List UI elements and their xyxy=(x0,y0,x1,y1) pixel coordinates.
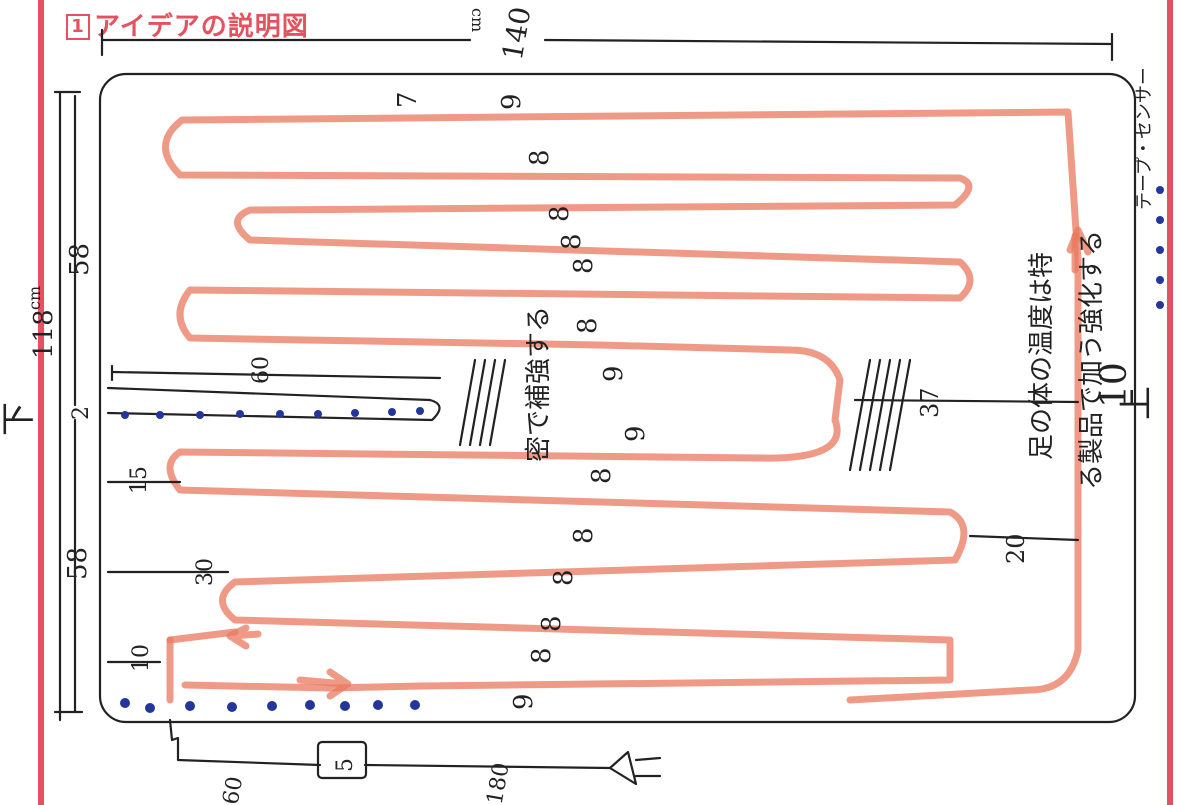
sensor-dots xyxy=(120,186,1164,713)
pitch-label: 8 xyxy=(545,205,575,222)
body-temp-note-line1: 足の体の温度は特 xyxy=(1027,252,1057,460)
pitch-label: 8 xyxy=(557,233,587,250)
page-frame-right xyxy=(1167,0,1173,805)
height-top-label: 58 xyxy=(65,243,95,276)
pitch-label: 9 xyxy=(509,693,539,710)
offset-20-label: 20 xyxy=(1002,533,1030,564)
offset-dimensions: 10 15 30 20 37 10 xyxy=(106,362,1135,672)
offset-15-label: 15 xyxy=(127,466,152,494)
pitch-label: 9 xyxy=(599,365,629,382)
pitch-label: 8 xyxy=(527,647,557,664)
controller-box xyxy=(316,740,368,780)
offset-10-right: 10 xyxy=(1094,362,1135,408)
pitch-label: 9 xyxy=(621,425,651,442)
height-unit-label: cm xyxy=(25,286,44,310)
pitch-label: 9 xyxy=(497,93,527,110)
pitch-label: 8 xyxy=(587,467,617,484)
body-temp-note-line2: る製品で加う強化する xyxy=(1077,230,1107,490)
pitch-label: 8 xyxy=(569,527,599,544)
height-bottom-label: 58 xyxy=(63,547,93,580)
pitch-label: 8 xyxy=(549,569,579,586)
title-number: 1 xyxy=(66,14,90,40)
pitch-label: 7 xyxy=(393,91,423,108)
offset-30-label: 30 xyxy=(193,558,218,586)
pitch-label: 8 xyxy=(573,317,603,334)
pitch-labels: 7 9 8 8 8 8 8 9 9 8 8 8 8 8 9 xyxy=(393,91,651,710)
height-total-label: 118 xyxy=(29,309,59,359)
dense-area-hatch xyxy=(458,358,912,472)
width-value-label: 140 xyxy=(496,4,538,62)
lower-side-label: 下 xyxy=(0,402,39,436)
page-frame-left xyxy=(38,0,44,805)
flow-arrows xyxy=(226,226,1092,700)
controller-label: 5 xyxy=(333,758,358,772)
plug-icon xyxy=(608,750,662,786)
upper-side-label: 上 xyxy=(1117,386,1157,420)
power-cord: 5 60 180 xyxy=(168,718,662,805)
cord-length-60: 60 xyxy=(219,775,248,805)
partition-length-label: 60 xyxy=(249,356,274,384)
offset-37-label: 37 xyxy=(916,387,944,418)
heater-wire xyxy=(162,108,1082,704)
board-outline xyxy=(98,72,1137,724)
tape-sensor-label: テープ・センサー xyxy=(1134,67,1155,210)
title-text: アイデアの説明図 xyxy=(94,12,309,42)
width-unit-label: cm xyxy=(468,8,487,32)
center-partition: 60 xyxy=(106,356,442,422)
height-dimension: cm 118 58 2 58 下 xyxy=(0,90,95,722)
width-dimension: cm 140 xyxy=(100,4,1114,63)
offset-10-left: 10 xyxy=(129,644,154,672)
pitch-label: 8 xyxy=(537,615,567,632)
dense-reinforce-note: 密で補強する xyxy=(524,306,554,462)
pitch-label: 8 xyxy=(525,149,555,166)
gap-label: 2 xyxy=(69,406,94,420)
pitch-label: 8 xyxy=(569,257,599,274)
